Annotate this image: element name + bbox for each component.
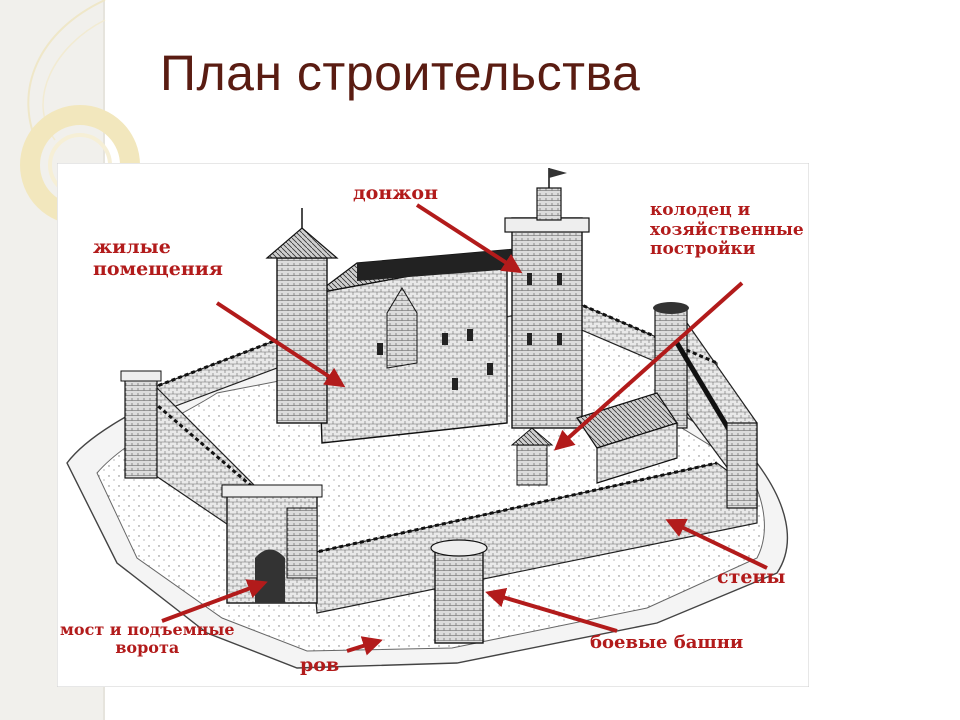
wall-right-battlements [576, 301, 718, 365]
arrow-donjon [415, 203, 523, 274]
label-towers: боевые башни [590, 632, 744, 654]
label-walls: стены [717, 566, 786, 589]
arrow-towers [485, 587, 618, 633]
label-donjon-text: донжон [353, 182, 439, 204]
label-donjon: донжон [353, 182, 439, 205]
label-bridge: мост и подъемные ворота [60, 620, 235, 658]
label-living-line2: помещения [93, 257, 223, 280]
label-well-line1: колодец и [650, 200, 751, 220]
tower-back-right-top [653, 302, 689, 314]
donjon-windows [527, 273, 562, 345]
label-well: колодец и хозяйственные постройки [650, 200, 804, 260]
well-roof [510, 427, 554, 446]
round-tower-left-roof [265, 227, 339, 259]
residential-parapet [357, 248, 527, 281]
castle-diagram: донжон жилые помещения колодец и хозяйст… [57, 163, 809, 687]
arrow-well [554, 281, 744, 451]
label-living: жилые помещения [93, 236, 223, 281]
arrow-walls [665, 518, 768, 570]
slide-title: План строительства [160, 45, 641, 101]
label-bridge-line2: ворота [115, 638, 180, 658]
castle-drawing [57, 163, 809, 687]
tower-left-corner [124, 377, 158, 479]
arrow-bridge [161, 579, 268, 623]
label-well-line3: постройки [650, 239, 756, 260]
arrow-living [215, 301, 346, 388]
front-combat-tower-top [430, 539, 488, 557]
donjon-flag [549, 168, 567, 178]
wall-front-battlements [311, 461, 718, 555]
residential-turret [386, 287, 418, 369]
gatehouse-battlement [221, 484, 323, 498]
annotation-arrows [161, 203, 768, 656]
arrow-moat [346, 636, 383, 656]
well [516, 444, 548, 486]
round-tower-left [276, 257, 328, 424]
outbuilding [596, 422, 678, 484]
wall-left-battlements [136, 386, 278, 510]
label-living-line1: жилые [93, 236, 171, 258]
tower-right-corner [726, 422, 758, 509]
label-towers-text: боевые башни [590, 632, 744, 653]
donjon-top-turret [536, 187, 562, 221]
gatehouse-side-tower [286, 507, 318, 579]
label-well-line2: хозяйственные [650, 219, 804, 240]
label-walls-text: стены [717, 566, 786, 588]
label-bridge-line1: мост и подъемные [60, 620, 235, 639]
label-moat-text: ров [300, 654, 340, 676]
gate-arch [255, 549, 285, 603]
front-combat-tower [434, 547, 484, 644]
label-moat: ров [300, 654, 340, 677]
tower-left-corner-top [120, 370, 162, 382]
donjon-tower [511, 217, 583, 429]
